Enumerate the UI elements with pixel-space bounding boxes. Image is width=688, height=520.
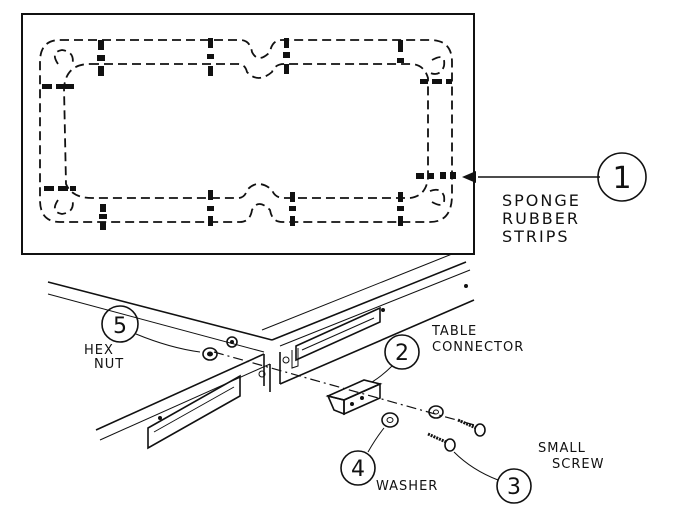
table-connector-bracket: [325, 379, 383, 416]
leader-line-3: [453, 451, 499, 481]
sponge-strip-inner: [63, 63, 429, 199]
leader-line-2: [371, 365, 393, 383]
callout-number-4: 4: [351, 457, 365, 482]
alignment-axis: [213, 351, 479, 427]
sponge-strip-outer: [39, 39, 453, 223]
callout-circle-4: [340, 450, 376, 486]
mount-hole-left: [226, 336, 238, 348]
corner-loop-bl: [53, 197, 74, 215]
corner-loop-tr: [427, 56, 446, 75]
label-strips: STRIPS: [502, 227, 570, 246]
label-sponge: SPONGE: [502, 191, 581, 210]
callout-circle-2: [384, 334, 420, 370]
label-connector: CONNECTOR: [432, 340, 524, 355]
leader-line-4: [367, 427, 385, 453]
hex-nut: [202, 347, 218, 361]
callout-number-5: 5: [113, 314, 127, 339]
callout-2: 2 TABLE CONNECTOR: [371, 324, 524, 383]
callout-circle-5: [101, 305, 139, 343]
arrowhead-1: [462, 171, 476, 183]
left-skirt-slot: [147, 374, 241, 450]
strip-fasteners: [42, 38, 456, 230]
callout-circle-3: [496, 468, 532, 504]
small-screw-b: [427, 432, 456, 452]
label-screw: SCREW: [552, 457, 604, 472]
callout-3: 3 SMALL SCREW: [453, 441, 604, 504]
leader-line-5: [135, 333, 201, 353]
callout-4: 4 WASHER: [340, 427, 438, 494]
callout-number-2: 2: [395, 341, 409, 366]
label-table: TABLE: [431, 324, 477, 339]
callout-1: 1 SPONGE RUBBER STRIPS: [462, 152, 647, 246]
corner-loop-tl: [53, 49, 74, 67]
small-screw-a: [457, 418, 486, 437]
panel-outline: [21, 13, 475, 255]
callout-circle-1: [597, 152, 647, 202]
label-hex: HEX: [84, 343, 114, 358]
label-washer: WASHER: [376, 479, 438, 494]
label-nut: NUT: [94, 357, 124, 372]
right-skirt-slot: [295, 306, 381, 362]
washer: [381, 412, 399, 428]
table-sections: [47, 253, 475, 450]
callout-number-3: 3: [507, 475, 521, 500]
washer-2: [428, 405, 444, 419]
label-rubber: RUBBER: [502, 209, 580, 228]
corner-loop-br: [427, 188, 446, 206]
callout-number-1: 1: [612, 161, 631, 196]
table-top-panel: [21, 13, 475, 255]
label-small: SMALL: [538, 441, 586, 456]
callout-5: 5 HEX NUT: [84, 305, 201, 372]
